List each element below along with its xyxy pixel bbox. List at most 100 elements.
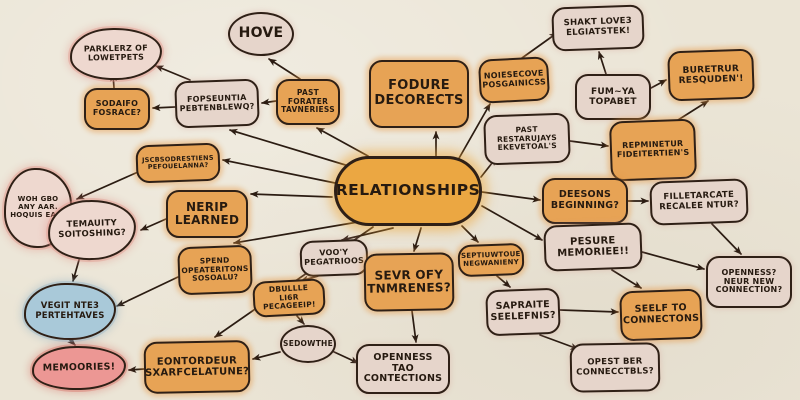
edge-repminetur-to-buretrur: [677, 100, 709, 121]
node-eontordeur: EONTORDEUR SXARFCELATUNE?: [143, 340, 251, 394]
node-label: REPMINETUR FIDEITERTIEN'S: [616, 138, 690, 160]
edge-past-forater-to-fopseuntia: [261, 98, 277, 106]
edge-pesure-to-openness-neur: [641, 251, 705, 271]
edge-septiuwtoue-to-sapraite: [496, 275, 511, 288]
node-label: PAST FORATER TAVNERIESS: [281, 88, 335, 115]
node-label: HOVE: [238, 25, 284, 42]
edge-relationships-to-vooy: [341, 227, 394, 242]
edge-sapraite-to-seelf: [559, 308, 619, 316]
node-buretrur: BURETRUR RESQUDEN'!: [667, 48, 755, 102]
edge-fopseuntia-to-sodaifo: [152, 104, 176, 112]
edge-relationships-to-deesons: [481, 191, 541, 203]
edge-relationships-to-fopseuntia: [229, 128, 353, 168]
node-deesons: DEESONS BEGINNING?: [542, 178, 628, 224]
edge-fopseuntia-to-parklerz: [155, 65, 191, 81]
edge-relationships-to-pesure: [481, 205, 543, 241]
node-septiuwtoue: SEPTIUWTOUE NEGWANIENY: [457, 242, 525, 278]
node-label: WOH GBO ANY AAR. HOQUIS EAS?: [10, 195, 66, 219]
node-openness-neur: OPENNESS? NEUR NEW CONNECTION?: [706, 256, 792, 308]
node-parklerz: PARKLERZ OF LOWETPETS: [69, 27, 163, 81]
node-label: JSCBSODRESTIENS PEFOUELANNA?: [141, 153, 214, 172]
node-label: PARKLERZ OF LOWETPETS: [83, 43, 148, 63]
node-relationships: RELATIONSHIPS: [334, 156, 482, 226]
node-label: BURETRUR RESQUDEN'!: [678, 63, 744, 87]
node-label: FODURE DECORECTS: [374, 78, 464, 108]
node-label: OPEST BER CONNECCTBLS?: [576, 356, 655, 378]
node-label: NOIESECOVE POSGAINICSS: [482, 68, 547, 90]
edge-dbullle-to-sedowthe: [296, 315, 305, 325]
node-label: MEMOORIES!: [42, 361, 116, 374]
node-label: DEESONS BEGINNING?: [550, 189, 620, 211]
node-label: NERIP LEARNED: [174, 199, 240, 227]
edge-relationships-to-spend: [233, 221, 359, 246]
node-past-restarujays: PAST RESTARUJAYS EKEVETOAL'S: [483, 112, 571, 166]
edge-filletarcate-to-openness-neur: [711, 223, 742, 255]
edge-fumya-to-shakt: [597, 51, 607, 75]
edge-sedowthe-to-openness-tao: [331, 350, 359, 364]
node-past-forater: PAST FORATER TAVNERIESS: [276, 79, 340, 125]
node-label: RELATIONSHIPS: [335, 181, 481, 200]
node-noiesecove: NOIESECOVE POSGAINICSS: [477, 56, 551, 104]
edge-temauity-to-vegit: [71, 259, 80, 282]
edge-jscb-to-woh: [76, 171, 139, 200]
node-dbullle: DBULLLE LI6R PECAGEEIP!: [252, 278, 326, 318]
node-seelf: SEELF TO CONNECTONS: [619, 288, 703, 342]
node-label: DBULLLE LI6R PECAGEEIP!: [262, 283, 316, 312]
node-fumya: FUM~YA TOPABET: [575, 74, 651, 120]
node-opest: OPEST BER CONNECCTBLS?: [569, 342, 661, 393]
node-filletarcate: FILLETARCATE RECALEE NTUR?: [649, 178, 749, 226]
node-fodure: FODURE DECORECTS: [369, 60, 469, 128]
node-sedowthe: SEDOWTHE: [280, 325, 336, 363]
edge-relationships-to-nerip: [250, 190, 333, 198]
edge-relationships-to-septiuwtoue: [461, 225, 479, 243]
edge-sapraite-to-opest: [539, 334, 579, 350]
node-label: SEVR OFY TNMRENES?: [367, 266, 452, 296]
node-temauity: TEMAUITY SOITOSHING?: [46, 198, 138, 262]
node-label: SHAKT LOVE3 ELGIATSTEK!: [563, 16, 633, 39]
node-label: EONTORDEUR SXARFCELATUNE?: [144, 355, 250, 379]
node-label: FILLETARCATE RECALEE NTUR?: [659, 190, 740, 213]
edge-past-restarujays-to-repminetur: [569, 140, 609, 149]
node-pesure: PESURE MEMORIEE!!: [543, 222, 643, 272]
node-label: FUM~YA TOPABET: [589, 86, 637, 107]
node-shakt: SHAKT LOVE3 ELGIATSTEK!: [551, 4, 645, 52]
edge-relationships-to-noiesecove: [457, 103, 491, 161]
node-memoories: MEMOORIES!: [31, 345, 127, 391]
edge-eontordeur-to-memoories: [128, 366, 145, 373]
node-label: PESURE MEMORIEE!!: [557, 235, 630, 260]
node-label: FOPSEUNTIA PEBTENBLEWQ?: [179, 92, 255, 113]
node-spend: SPEND OPEATERITONS SOSOALU?: [177, 244, 253, 296]
node-label: SPEND OPEATERITONS SOSOALU?: [181, 255, 249, 283]
node-hove: HOVE: [228, 12, 294, 56]
node-label: TEMAUITY SOITOSHING?: [58, 218, 127, 241]
node-jscb: JSCBSODRESTIENS PEFOUELANNA?: [135, 142, 221, 184]
edge-past-forater-to-hove: [268, 58, 301, 80]
node-vooy: VOO'Y PEGATRIOOS: [299, 238, 369, 278]
node-label: VEGIT NTE3 PERTEHTAVES: [35, 300, 105, 321]
node-label: OPENNESS? NEUR NEW CONNECTION?: [715, 267, 783, 295]
node-label: SAPRAITE SEELEFNIS?: [490, 299, 556, 324]
edge-pesure-to-seelf: [611, 269, 642, 289]
node-label: VOO'Y PEGATRIOOS: [304, 247, 365, 268]
node-label: SODAIFO FOSRACE?: [92, 99, 142, 117]
node-label: SEDOWTHE: [283, 338, 333, 348]
edge-nerip-to-temauity: [140, 218, 167, 231]
node-label: PAST RESTARUJAYS EKEVETOAL'S: [496, 125, 558, 153]
edge-relationships-to-sevr: [412, 227, 422, 252]
edge-fumya-to-buretrur: [650, 79, 667, 89]
edge-vegit-to-memoories: [67, 337, 76, 346]
node-vegit: VEGIT NTE3 PERTEHTAVES: [24, 283, 116, 340]
node-openness-tao: OPENNESS TAO CONTECTIONS: [356, 344, 450, 394]
node-sapraite: SAPRAITE SEELEFNIS?: [485, 287, 561, 337]
edge-relationships-to-past-forater: [316, 127, 369, 157]
edge-sedowthe-to-eontordeur: [252, 351, 281, 361]
edge-sevr-to-openness-tao: [411, 310, 419, 343]
node-nerip: NERIP LEARNED: [166, 190, 248, 238]
node-label: OPENNESS TAO CONTECTIONS: [363, 352, 443, 385]
edge-spend-to-vegit: [116, 276, 179, 307]
node-repminetur: REPMINETUR FIDEITERTIEN'S: [608, 118, 698, 182]
node-sevr: SEVR OFY TNMRENES?: [363, 252, 455, 312]
edge-relationships-to-jscb: [222, 158, 341, 185]
